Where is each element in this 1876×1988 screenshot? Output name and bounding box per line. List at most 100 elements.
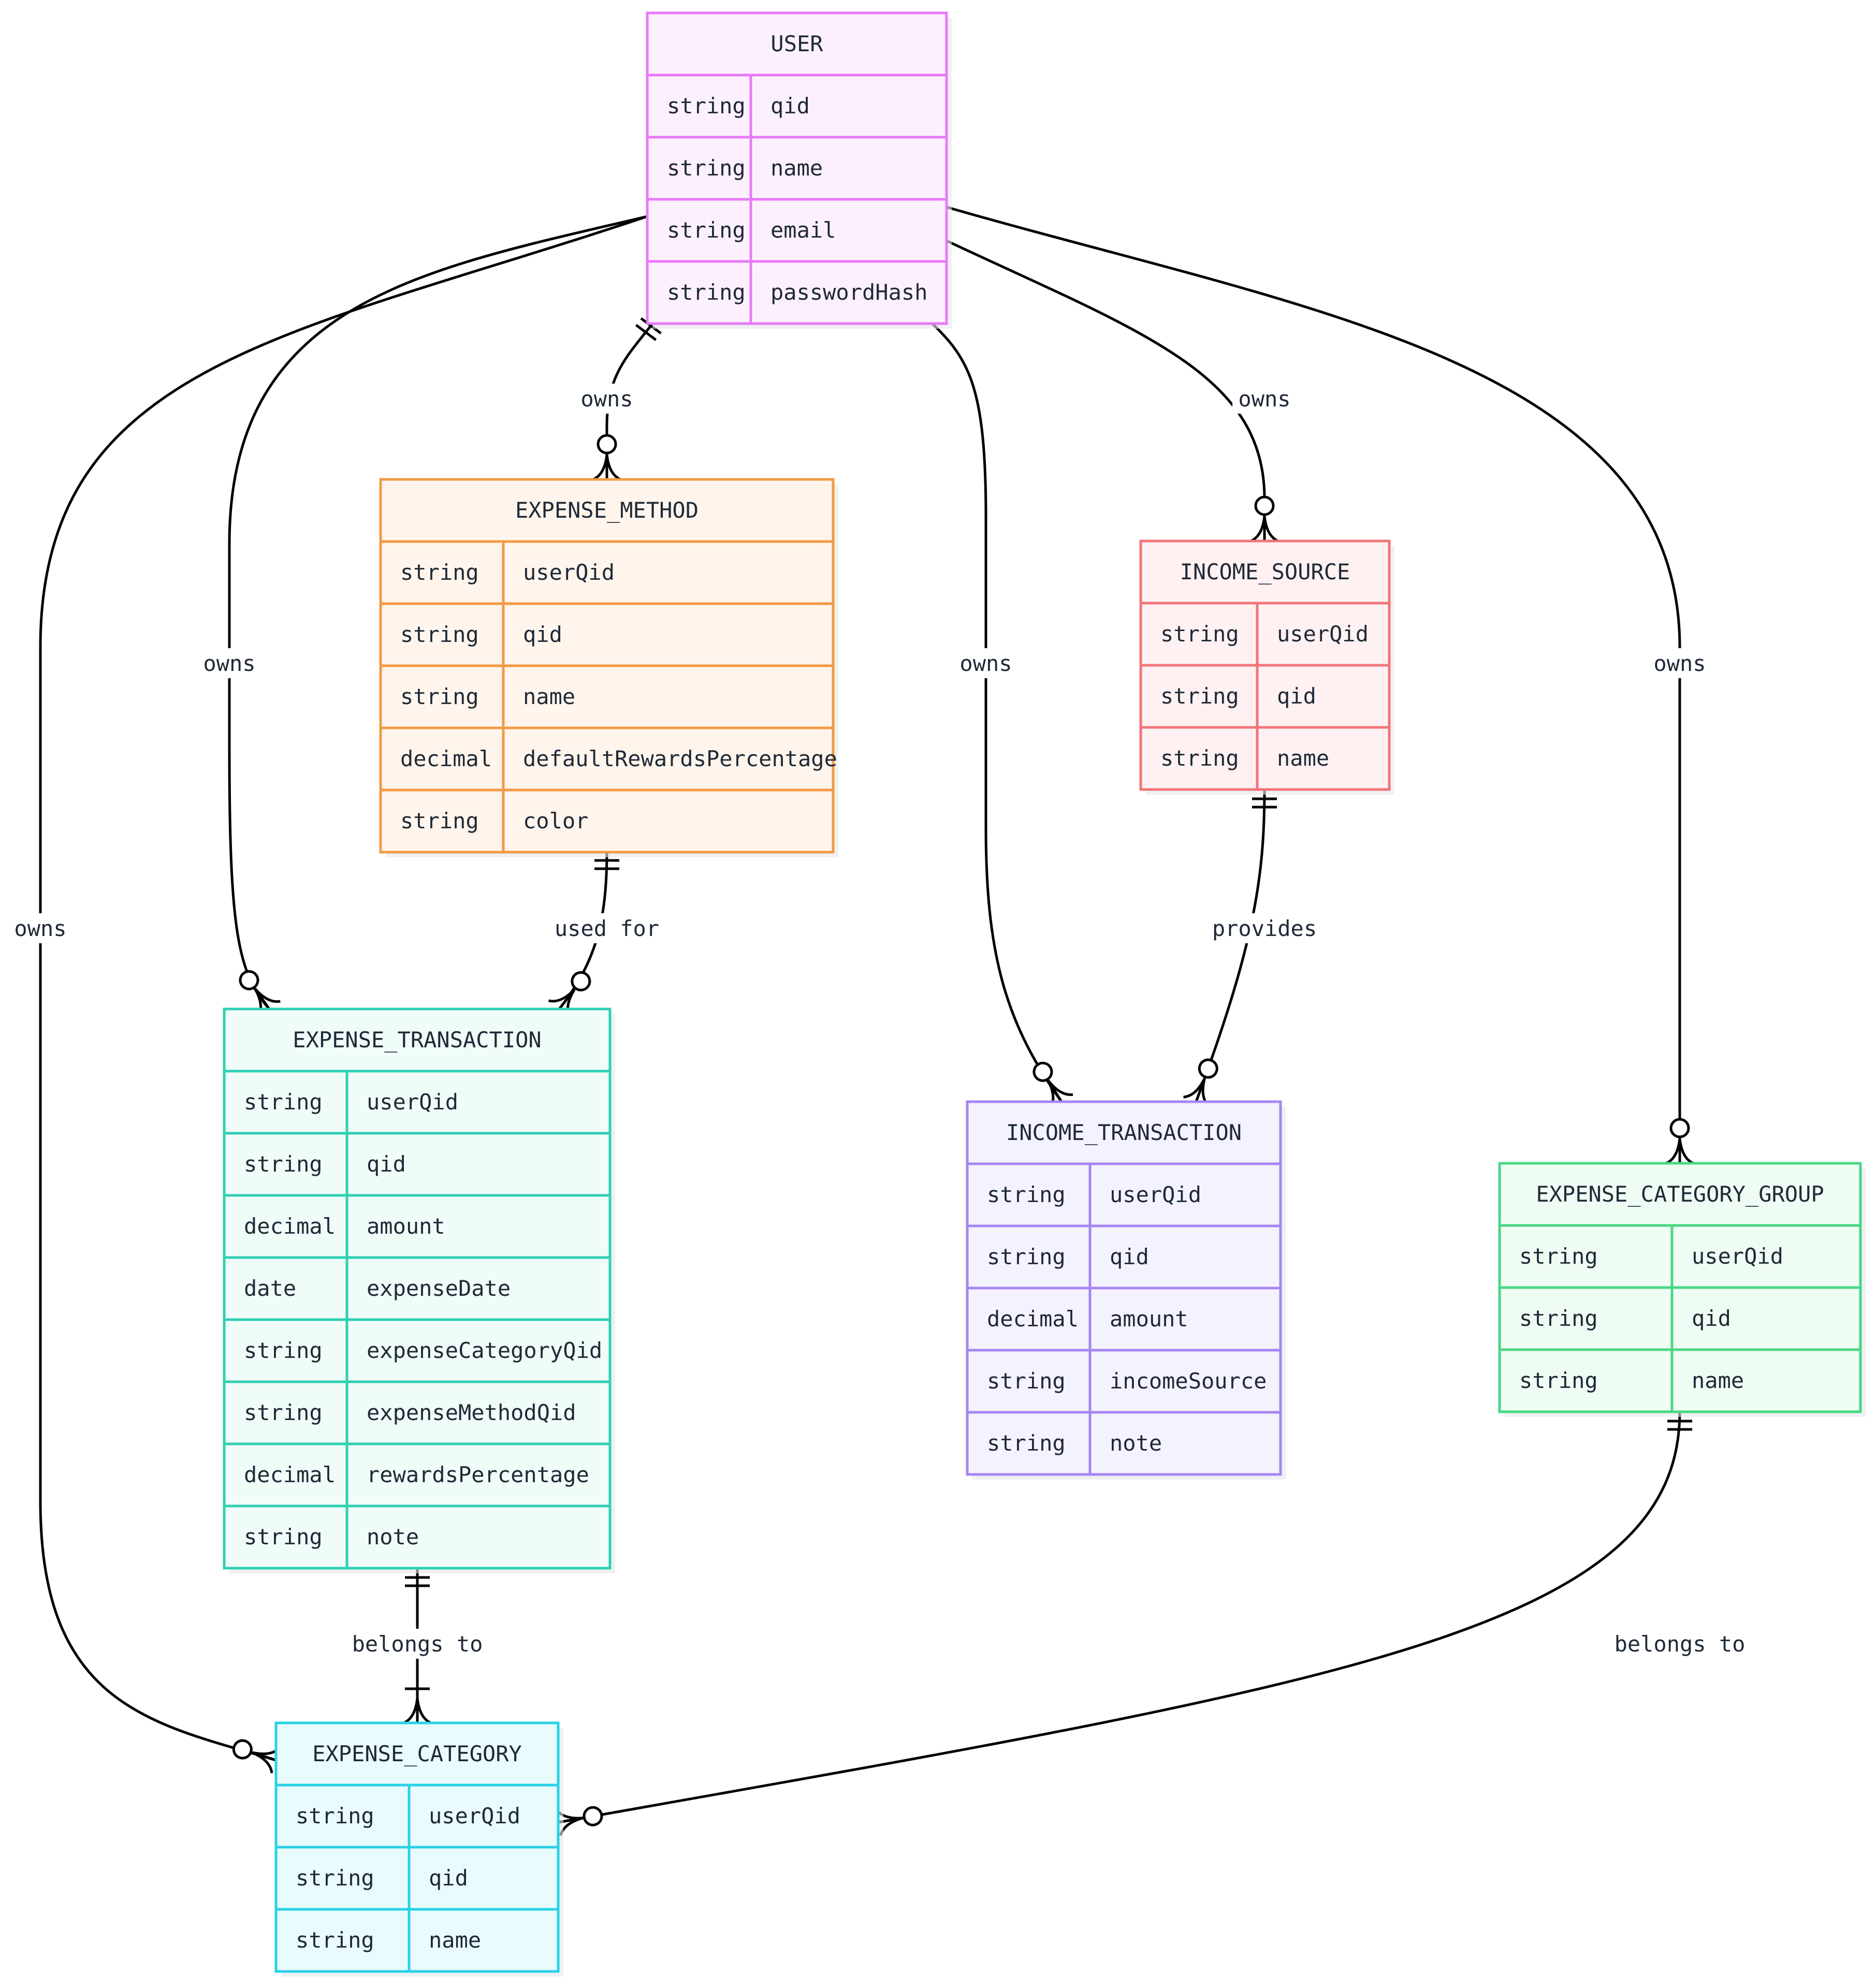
entity-box xyxy=(646,11,948,325)
relationship-label-bg xyxy=(548,913,666,943)
attribute-type: string xyxy=(1519,1306,1598,1331)
attribute-type: string xyxy=(400,808,479,834)
attribute-name: note xyxy=(1110,1430,1162,1456)
attribute-name: userQid xyxy=(1692,1244,1783,1269)
relationship-label: belongs to xyxy=(1615,1631,1746,1657)
attribute-name: name xyxy=(1277,746,1329,771)
relationship-line-income-source-income-transaction xyxy=(1195,789,1266,1102)
relationship-label: owns xyxy=(1653,651,1706,676)
attribute-type: string xyxy=(667,93,746,119)
relationship-label: owns xyxy=(14,916,66,941)
attribute-type: string xyxy=(400,684,479,709)
attribute-type: string xyxy=(296,1927,374,1953)
relationship-label-bg xyxy=(954,648,1018,678)
attribute-name: name xyxy=(770,155,823,181)
relationship-line-user-income-transaction xyxy=(926,317,1063,1103)
attribute-name: qid xyxy=(1277,683,1316,709)
relationship-label: owns xyxy=(203,651,255,676)
attribute-type: decimal xyxy=(244,1214,336,1239)
relationship-label-bg xyxy=(8,913,72,943)
attribute-name: name xyxy=(429,1927,481,1953)
attribute-type: decimal xyxy=(400,746,492,771)
attribute-type: string xyxy=(400,560,479,585)
relationship-label-bg xyxy=(1205,913,1324,943)
cardinality-zero-many-marker xyxy=(232,1739,281,1774)
cardinality-one-marker xyxy=(405,1576,430,1587)
cardinality-one-marker xyxy=(594,859,619,870)
attribute-type: string xyxy=(987,1182,1066,1207)
relationship-line-user-income-source xyxy=(946,239,1266,541)
attribute-name: email xyxy=(770,217,836,243)
attribute-type: string xyxy=(1160,683,1239,709)
relationship-line-user-expense-transaction xyxy=(228,215,648,1010)
entity-title: INCOME_SOURCE xyxy=(1180,559,1350,584)
relationship-label-bg xyxy=(1607,1629,1752,1659)
relationship-line-expense-category-group-expense-category xyxy=(558,1411,1681,1824)
cardinality-zero-many-marker xyxy=(239,970,281,1018)
relationship-label: owns xyxy=(580,386,633,412)
attribute-type: string xyxy=(244,1524,323,1550)
attribute-type: string xyxy=(667,280,746,305)
attribute-type: string xyxy=(1519,1368,1598,1393)
attribute-name: defaultRewardsPercentage xyxy=(523,746,837,771)
attribute-type: decimal xyxy=(987,1306,1079,1332)
cardinality-zero-many-marker xyxy=(1665,1118,1694,1165)
attribute-type: string xyxy=(1160,621,1239,647)
attribute-type: string xyxy=(1160,746,1239,771)
attribute-type: string xyxy=(400,622,479,647)
attribute-name: expenseDate xyxy=(367,1276,511,1301)
attribute-name: qid xyxy=(367,1151,406,1177)
attribute-type: string xyxy=(987,1430,1066,1456)
relationship-label-bg xyxy=(1648,648,1712,678)
cardinality-zero-many-marker xyxy=(548,971,591,1018)
attribute-name: userQid xyxy=(1110,1182,1201,1207)
entity-title: EXPENSE_METHOD xyxy=(515,498,699,523)
attribute-name: color xyxy=(523,808,588,834)
attribute-name: qid xyxy=(1110,1244,1149,1269)
entity-title: USER xyxy=(770,31,823,56)
attribute-type: string xyxy=(1519,1244,1598,1269)
attribute-type: string xyxy=(987,1244,1066,1269)
relationship-label-bg xyxy=(1232,384,1297,414)
attribute-type: string xyxy=(987,1368,1066,1394)
attribute-name: userQid xyxy=(523,560,615,585)
cardinality-one-marker xyxy=(1667,1420,1692,1431)
attribute-type: string xyxy=(244,1151,323,1177)
attribute-name: userQid xyxy=(367,1089,458,1115)
attribute-name: expenseCategoryQid xyxy=(367,1338,602,1363)
cardinality-zero-many-marker xyxy=(1250,495,1279,543)
relationship-label: owns xyxy=(1238,386,1290,412)
relationship-label: provides xyxy=(1212,916,1317,941)
cardinality-zero-many-marker xyxy=(1183,1058,1218,1107)
attribute-name: expenseMethodQid xyxy=(367,1400,576,1425)
attribute-name: qid xyxy=(429,1865,468,1891)
attribute-type: date xyxy=(244,1276,296,1301)
attribute-name: amount xyxy=(1110,1306,1188,1332)
cardinality-one-marker xyxy=(635,317,662,341)
attribute-type: string xyxy=(244,1089,323,1115)
entity-title: EXPENSE_CATEGORY_GROUP xyxy=(1536,1181,1824,1207)
entity-title: INCOME_TRANSACTION xyxy=(1006,1120,1242,1145)
attribute-type: string xyxy=(296,1803,374,1829)
attribute-name: rewardsPercentage xyxy=(367,1462,589,1487)
cardinality-one-many-marker xyxy=(403,1687,432,1724)
cardinality-zero-many-marker xyxy=(592,434,621,481)
relationship-label: owns xyxy=(959,651,1012,676)
cardinality-zero-many-marker xyxy=(1032,1061,1073,1110)
relationship-line-user-expense-category xyxy=(39,215,648,1762)
relationship-label: belongs to xyxy=(352,1631,483,1657)
entity-title: EXPENSE_CATEGORY xyxy=(312,1741,522,1766)
attribute-type: string xyxy=(667,155,746,181)
attribute-type: string xyxy=(244,1400,323,1425)
relationship-label-bg xyxy=(575,384,639,414)
attribute-name: userQid xyxy=(1277,621,1369,647)
relationship-label: used for xyxy=(555,916,659,941)
attribute-name: qid xyxy=(523,622,562,647)
attribute-name: name xyxy=(523,684,575,709)
